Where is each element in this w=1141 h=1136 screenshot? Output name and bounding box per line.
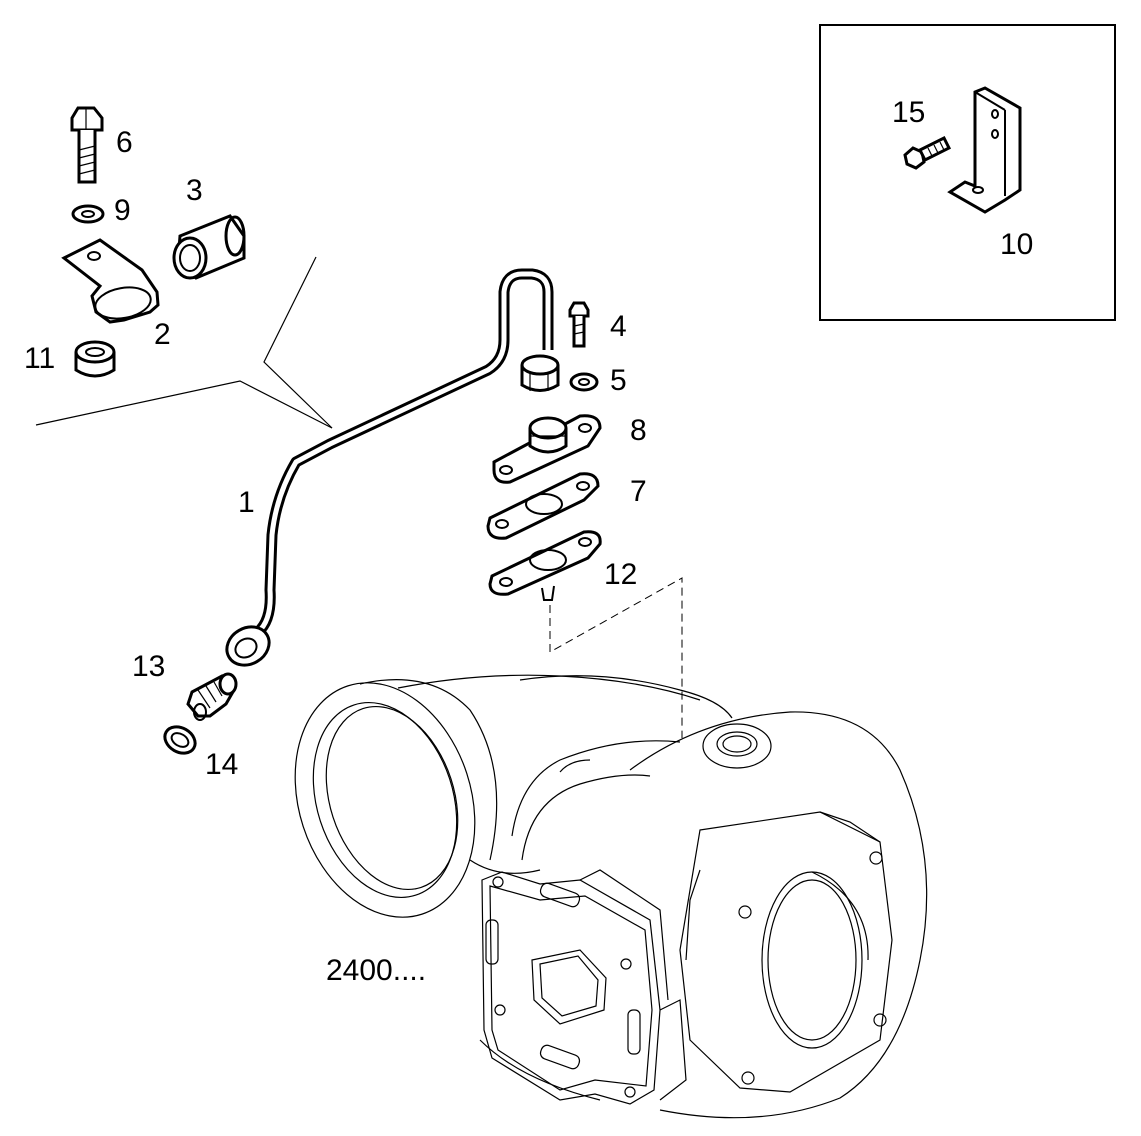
- assembly-reference-label: 2400....: [326, 954, 427, 987]
- callout-12: 12: [604, 558, 638, 591]
- turbocharger-assembly: [294, 674, 928, 1119]
- callout-3: 3: [186, 174, 203, 207]
- part-14-seal-ring: [163, 725, 197, 755]
- callout-13: 13: [132, 650, 166, 683]
- part-8-flange: [492, 414, 602, 484]
- callout-11: 11: [24, 342, 56, 375]
- part-4-bolt: [568, 301, 590, 348]
- assembly-leader-dashed: [549, 577, 683, 738]
- part-5-washer: [569, 372, 599, 392]
- part-10-bracket: [947, 86, 1022, 214]
- part-15-bolt: [903, 135, 952, 170]
- callout-8: 8: [630, 414, 647, 447]
- part-7-gasket: [486, 472, 600, 540]
- callout-10: 10: [1000, 228, 1034, 261]
- callout-6: 6: [116, 126, 133, 159]
- part-12-gasket: [488, 530, 602, 601]
- part-6-bolt: [70, 106, 104, 184]
- callout-7: 7: [630, 475, 647, 508]
- part-2-clamp: [61, 238, 160, 324]
- callout-9: 9: [114, 194, 131, 227]
- callout-1: 1: [238, 486, 255, 519]
- part-11-bushing: [74, 340, 116, 378]
- part-9-washer: [71, 204, 105, 224]
- part-3-sleeve: [172, 214, 246, 280]
- callout-5: 5: [610, 364, 627, 397]
- inset-detail-box: [819, 24, 1116, 321]
- callout-2: 2: [154, 318, 171, 351]
- part-1-oil-pipe: [225, 268, 560, 667]
- callout-14: 14: [205, 748, 239, 781]
- leader-lines: [35, 256, 333, 429]
- part-13-fitting: [186, 672, 238, 721]
- callout-15: 15: [892, 96, 926, 129]
- callout-4: 4: [610, 310, 627, 343]
